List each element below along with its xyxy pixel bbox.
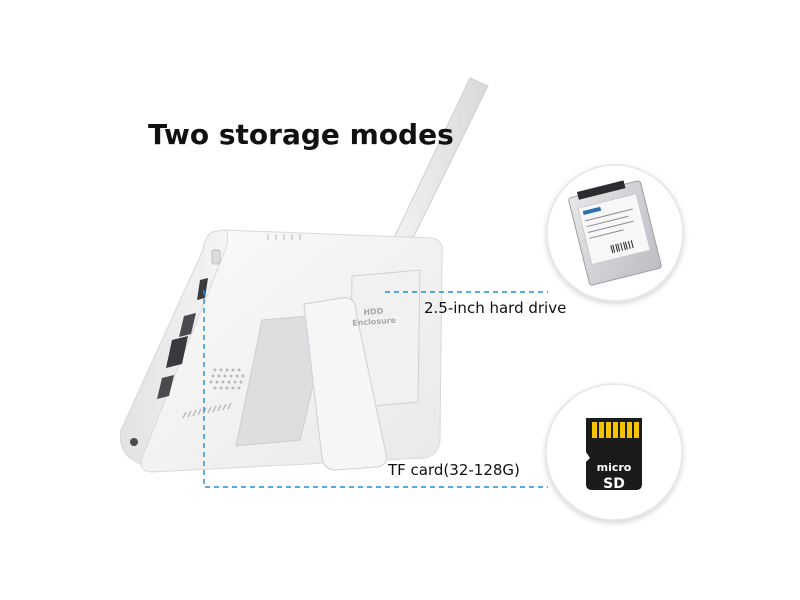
hdd-panel-label-line1: HDD — [363, 307, 384, 317]
side-ports — [130, 249, 221, 446]
kickstand — [303, 297, 387, 471]
usb-port-lower — [157, 375, 174, 399]
bottom-vent — [182, 402, 232, 419]
callout-connectors — [203, 290, 548, 488]
hdd-panel-label-line2: Enclosure — [352, 316, 397, 328]
power-button — [211, 249, 221, 265]
ethernet-port — [166, 336, 188, 368]
dc-power-jack — [130, 438, 138, 446]
usb-port-upper — [179, 313, 196, 337]
sd-badge — [545, 383, 683, 521]
tf-card-slot — [197, 278, 208, 300]
sd-contacts — [592, 422, 639, 438]
sd-text-micro: micro — [597, 461, 632, 474]
tf-callout-line — [203, 290, 548, 488]
hard-drive-label: 2.5-inch hard drive — [424, 299, 567, 317]
ssd-badge — [546, 164, 684, 302]
antenna — [388, 77, 489, 258]
speaker-grille — [209, 368, 245, 390]
sd-text-sd: SD — [603, 476, 625, 492]
headline: Two storage modes — [148, 118, 454, 151]
tf-card-label: TF card(32-128G) — [388, 461, 520, 479]
top-vent — [267, 234, 301, 240]
device-body — [119, 229, 443, 473]
